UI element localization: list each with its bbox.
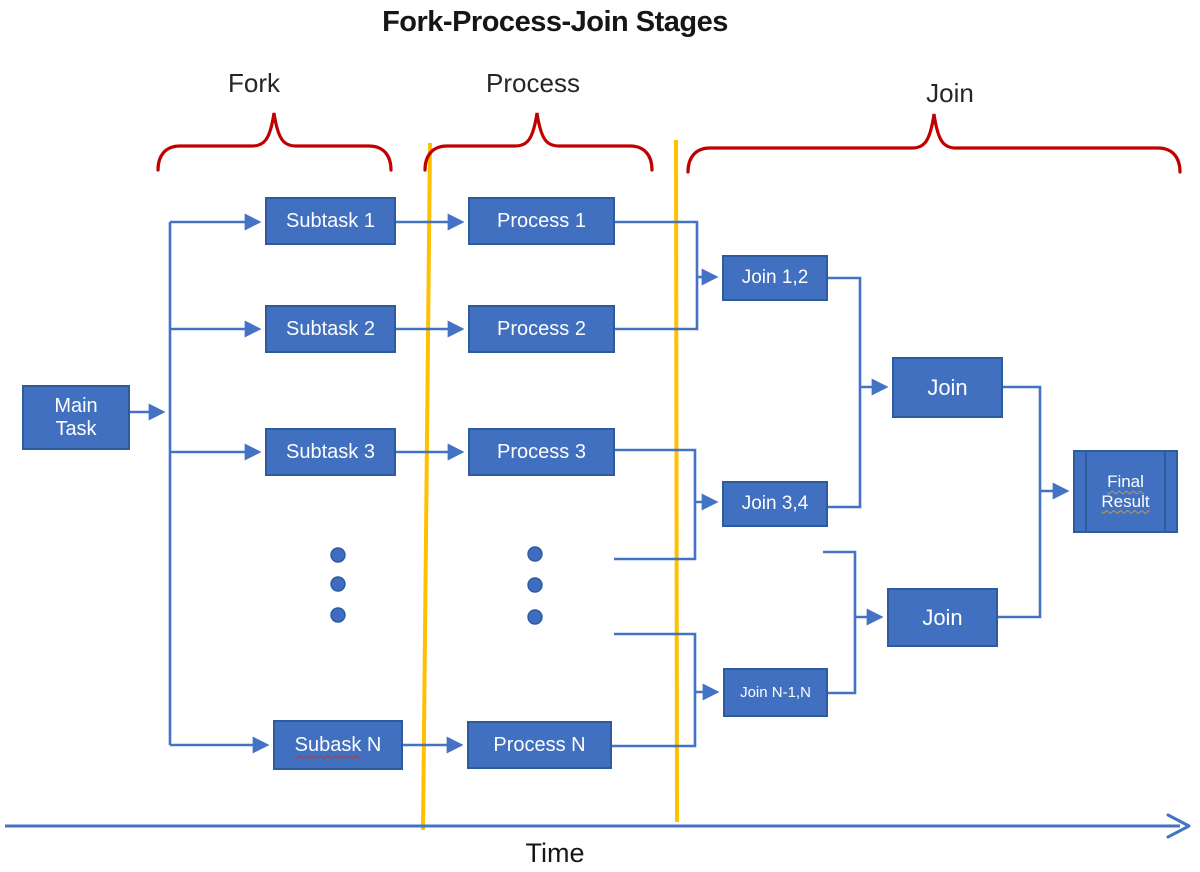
node-label: Final <box>1107 471 1144 491</box>
time-axis-label: Time <box>525 838 585 868</box>
node-process-n: Process N <box>467 721 612 769</box>
final-result-sidebar-left <box>1085 452 1087 531</box>
node-join-lower: Join <box>887 588 998 647</box>
node-process-3: Process 3 <box>468 428 615 476</box>
node-process-2: Process 2 <box>468 305 615 353</box>
stage-label-process: Process <box>486 68 580 98</box>
node-label: Process N <box>493 733 586 756</box>
node-join-n1-n: Join N-1,N <box>723 668 828 717</box>
join-brace <box>686 113 1182 174</box>
process-brace <box>423 112 654 172</box>
final-result-sidebar-right <box>1164 452 1166 531</box>
node-label: Join <box>927 374 968 400</box>
node-label: Subask N <box>295 734 382 757</box>
node-label: Join 1,2 <box>741 267 809 289</box>
merge-bracket-final <box>998 385 1042 619</box>
node-subtask-n: Subask N <box>273 720 403 770</box>
merge-bracket-hidden-joinn1n <box>823 550 857 695</box>
node-label: Subtask 2 <box>286 317 375 340</box>
node-join-1-2: Join 1,2 <box>722 255 828 301</box>
merge-bracket-process-3-4 <box>614 448 697 561</box>
merge-bracket-join12-join34 <box>828 276 862 509</box>
node-label: Subtask 3 <box>286 440 375 463</box>
node-label: Result <box>1101 491 1150 511</box>
node-label: Process 3 <box>497 440 586 463</box>
fork-brace <box>156 112 393 172</box>
node-subtask-2: Subtask 2 <box>265 305 396 353</box>
node-subtask-1: Subtask 1 <box>265 197 396 245</box>
node-label: Join 3,4 <box>741 493 809 515</box>
node-label: Process 2 <box>497 317 586 340</box>
stage-label-fork: Fork <box>228 68 280 98</box>
node-process-1: Process 1 <box>468 197 615 245</box>
node-label-suffix: N <box>361 733 382 756</box>
merge-bracket-process-n1-n <box>612 632 697 748</box>
stage-divider-line-2 <box>674 139 679 823</box>
diagram-title: Fork-Process-Join Stages <box>382 6 728 38</box>
subtask-ellipsis-dots <box>330 547 346 623</box>
node-label: Join N-1,N <box>740 683 811 701</box>
node-subtask-3: Subtask 3 <box>265 428 396 476</box>
stage-label-join: Join <box>926 78 974 108</box>
node-label: Main <box>54 394 98 417</box>
time-axis-arrowhead <box>1166 813 1191 839</box>
merge-bracket-process-1-2 <box>615 220 699 331</box>
node-label: Process 1 <box>497 209 586 232</box>
process-ellipsis-dots <box>527 546 543 625</box>
node-label: Subtask 1 <box>286 209 375 232</box>
node-label: Task <box>55 417 97 440</box>
stage-divider-line-1 <box>421 142 432 831</box>
node-final-result: Final Result <box>1073 450 1178 533</box>
node-label: Join <box>922 604 963 630</box>
node-join-upper: Join <box>892 357 1003 418</box>
node-main-task: Main Task <box>22 385 130 450</box>
misspelled-word: Subask <box>294 733 362 756</box>
node-join-3-4: Join 3,4 <box>722 481 828 527</box>
